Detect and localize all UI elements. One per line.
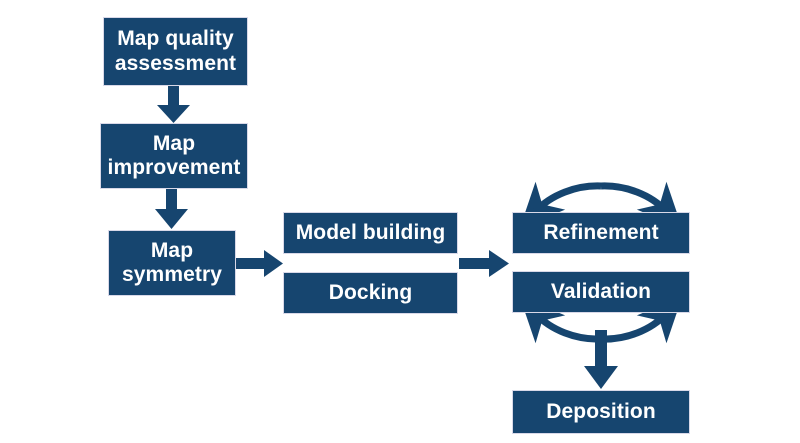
edge-map-symmetry-to-build-dock: [236, 250, 283, 277]
node-validation-label: Validation: [550, 279, 652, 303]
node-model-building[interactable]: Model building: [283, 212, 458, 254]
node-validation[interactable]: Validation: [512, 271, 690, 313]
cycle-arc-top-right: [600, 181, 683, 229]
edge-build-dock-to-refine-validate: [459, 250, 509, 277]
node-deposition[interactable]: Deposition: [512, 390, 690, 434]
node-map-symmetry[interactable]: Map symmetry: [108, 230, 236, 296]
edge-cycle-to-deposition: [584, 330, 618, 389]
edge-map-improvement-to-map-symmetry: [155, 189, 188, 229]
cycle-arc-bottom-left: [519, 296, 602, 344]
node-deposition-label: Deposition: [546, 399, 656, 423]
node-map-improvement[interactable]: Map improvement: [100, 123, 248, 189]
node-map-symmetry-label: Map symmetry: [121, 238, 223, 286]
node-map-improvement-label: Map improvement: [107, 131, 241, 179]
node-docking-label: Docking: [328, 280, 413, 304]
node-model-building-label: Model building: [295, 220, 446, 244]
edge-map-quality-to-map-improvement: [157, 85, 190, 123]
node-refinement[interactable]: Refinement: [512, 212, 690, 254]
node-map-quality-assessment-label: Map quality assessment: [114, 27, 237, 75]
node-map-quality-assessment[interactable]: Map quality assessment: [103, 17, 248, 86]
cycle-arc-top-left: [519, 181, 602, 229]
node-refinement-label: Refinement: [543, 220, 659, 244]
node-docking[interactable]: Docking: [283, 272, 458, 314]
cycle-arc-bottom-right: [600, 296, 683, 344]
